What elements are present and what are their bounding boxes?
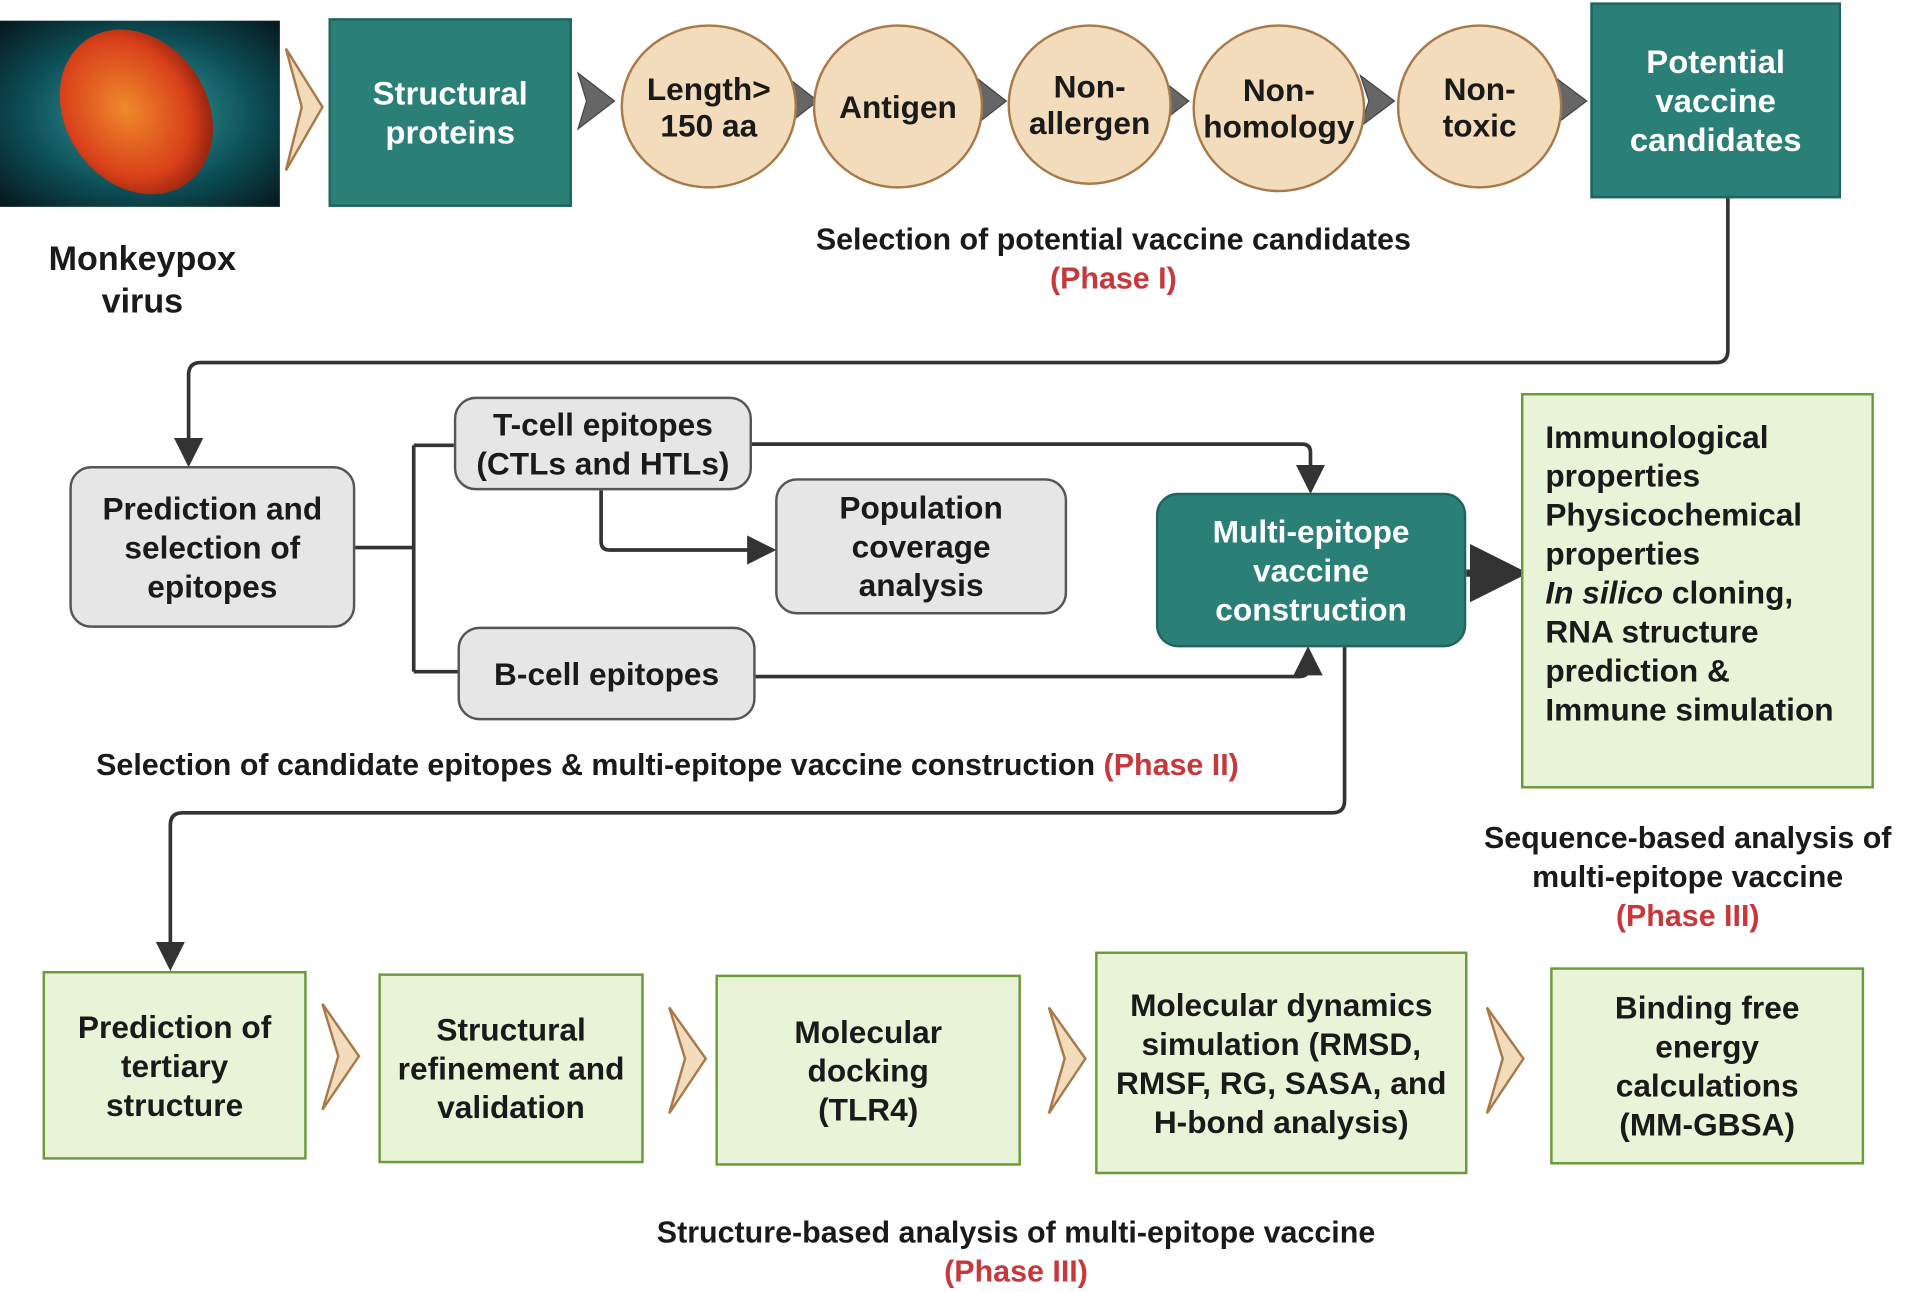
sequence-phase-label: (Phase III) xyxy=(1615,899,1760,934)
structure-caption: Structure-based analysis of multi-epitop… xyxy=(656,1215,1376,1250)
phase1-caption: Selection of potential vaccine candidate… xyxy=(815,222,1411,257)
monkeypox-virus-image xyxy=(0,20,280,207)
step-binding-free-energy: Binding free energy calculations (MM-GBS… xyxy=(1550,967,1865,1165)
rna-immune-simulation: RNA structure prediction & Immune simula… xyxy=(1545,613,1834,728)
phase1-label: (Phase I) xyxy=(1049,261,1177,296)
bcell-epitopes-box: B-cell epitopes xyxy=(457,626,756,721)
filter-non-allergen: Non-allergen xyxy=(1007,24,1172,185)
step-refinement-validation: Structural refinement and validation xyxy=(378,973,644,1164)
virus-label: Monkeypox virus xyxy=(48,239,237,321)
sequence-caption-2: multi-epitope vaccine xyxy=(1532,860,1844,895)
multi-epitope-construction-box: Multi-epitope vaccine construction xyxy=(1155,492,1467,648)
immunological-properties: Immunological properties xyxy=(1545,418,1769,495)
filter-antigen: Antigen xyxy=(812,24,984,189)
phase2-caption-text: Selection of candidate epitopes & multi-… xyxy=(96,748,1096,783)
structural-proteins-box: Structural proteins xyxy=(328,18,572,207)
tcell-epitopes-box: T-cell epitopes (CTLs and HTLs) xyxy=(453,396,752,491)
sequence-caption-1: Sequence-based analysis of xyxy=(1483,821,1892,856)
phase2-label: (Phase II) xyxy=(1103,748,1239,783)
population-coverage-box: Population coverage analysis xyxy=(775,478,1068,615)
phase2-caption: Selection of candidate epitopes & multi-… xyxy=(96,746,1239,785)
cloning-text: cloning, xyxy=(1663,574,1794,611)
physicochemical-properties: Physicochemical properties xyxy=(1545,496,1803,572)
in-silico-cloning: In silico cloning, xyxy=(1545,573,1859,612)
filter-length: Length> 150 aa xyxy=(620,24,798,189)
structure-phase-label: (Phase III) xyxy=(944,1254,1088,1289)
beige-chevrons xyxy=(284,48,1525,1115)
sequence-analysis-box: Immunological properties Physicochemical… xyxy=(1521,393,1874,789)
step-molecular-docking: Molecular docking (TLR4) xyxy=(715,974,1021,1166)
step-tertiary-structure: Prediction of tertiary structure xyxy=(42,971,307,1160)
step-molecular-dynamics: Molecular dynamics simulation (RMSD, RMS… xyxy=(1095,951,1468,1175)
filter-non-homology: Non-homology xyxy=(1192,24,1366,193)
in-silico-italic: In silico xyxy=(1545,574,1664,611)
filter-non-toxic: Non-toxic xyxy=(1396,24,1563,189)
prediction-epitopes-box: Prediction and selection of epitopes xyxy=(69,466,356,628)
potential-vaccine-candidates-box: Potential vaccine candidates xyxy=(1590,2,1842,199)
